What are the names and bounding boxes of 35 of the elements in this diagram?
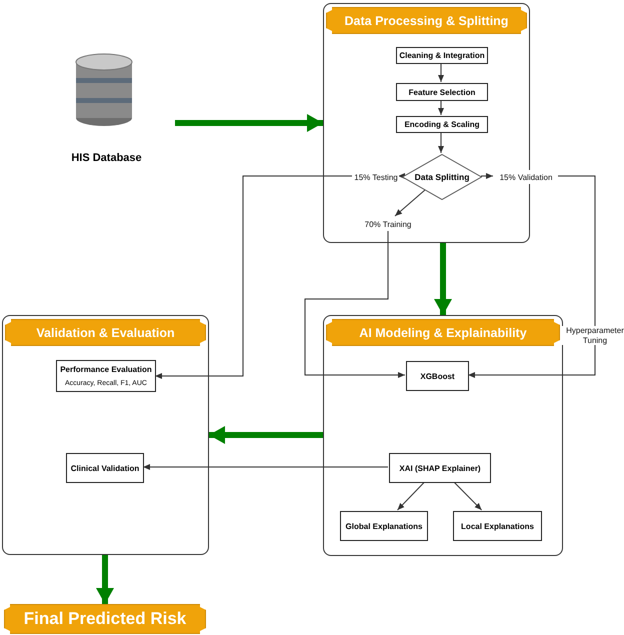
arrow bbox=[175, 114, 323, 132]
database-label: HIS Database bbox=[70, 152, 143, 164]
edge-label: Hyperparameter Tuning bbox=[560, 326, 624, 346]
arrow bbox=[434, 243, 452, 315]
arrow bbox=[394, 189, 426, 216]
arrow bbox=[438, 100, 444, 116]
arrow bbox=[154, 176, 352, 379]
arrow bbox=[209, 426, 323, 444]
process-box bbox=[56, 360, 156, 392]
process-box: Local Explanations bbox=[453, 511, 542, 541]
arrow bbox=[142, 464, 388, 470]
arrow bbox=[96, 555, 114, 604]
process-box: Clinical Validation bbox=[66, 453, 144, 483]
box-title: Performance Evaluation bbox=[60, 365, 152, 374]
result-banner: Final Predicted Risk bbox=[4, 604, 206, 634]
arrow bbox=[438, 132, 444, 154]
arrow bbox=[480, 173, 494, 179]
decision-label: Data Splitting bbox=[414, 172, 470, 182]
process-box: XAI (SHAP Explainer) bbox=[389, 453, 491, 483]
group-panel bbox=[2, 315, 209, 555]
arrow bbox=[398, 173, 405, 179]
group-panel bbox=[323, 315, 563, 556]
title-banner: Data Processing & Splitting bbox=[326, 7, 527, 34]
process-box: Global Explanations bbox=[340, 511, 428, 541]
arrow bbox=[397, 482, 425, 510]
arrow bbox=[304, 230, 406, 378]
arrow bbox=[453, 482, 482, 510]
process-box: XGBoost bbox=[406, 361, 469, 391]
process-box: Cleaning & Integration bbox=[396, 47, 488, 64]
title-banner: Validation & Evaluation bbox=[5, 319, 206, 346]
arrow bbox=[468, 176, 596, 378]
process-box: Feature Selection bbox=[396, 83, 488, 101]
process-box: Encoding & Scaling bbox=[396, 116, 488, 133]
title-banner: AI Modeling & Explainability bbox=[326, 319, 560, 346]
arrow bbox=[438, 62, 444, 82]
